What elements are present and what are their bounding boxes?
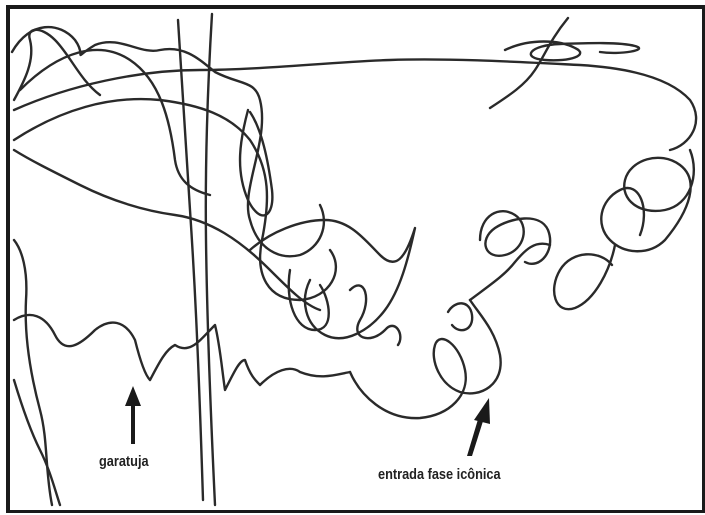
label-entrada-fase-iconica: entrada fase icônica bbox=[378, 466, 501, 483]
scribble-bottom-loop bbox=[350, 300, 501, 418]
arrow-shaft-left bbox=[131, 402, 135, 444]
scribble-right-loops bbox=[601, 150, 694, 251]
scribble-left-ridge bbox=[14, 30, 100, 100]
up-arrow-icon bbox=[125, 386, 141, 406]
scribble-top-arc bbox=[14, 59, 696, 150]
scribble-loops-upper bbox=[14, 99, 336, 300]
up-arrow-icon bbox=[474, 398, 490, 424]
scribble-center-zigzag bbox=[350, 285, 400, 345]
scribble-left-fold bbox=[14, 150, 320, 310]
label-garatuja: garatuja bbox=[99, 453, 149, 470]
scribble-vertical-left bbox=[178, 20, 203, 500]
scribble-mid-loops bbox=[480, 211, 550, 264]
scribble-top-knot bbox=[505, 42, 639, 61]
arrow-shaft-right bbox=[467, 416, 484, 456]
scribble-vertical-right bbox=[206, 14, 215, 505]
scribble-bottom-wave bbox=[14, 315, 350, 390]
arrow-garatuja bbox=[125, 386, 141, 444]
scribble-right-loop-lower bbox=[554, 245, 615, 309]
arrow-fase-iconica bbox=[467, 398, 490, 456]
scribble-small-loops bbox=[448, 303, 472, 330]
